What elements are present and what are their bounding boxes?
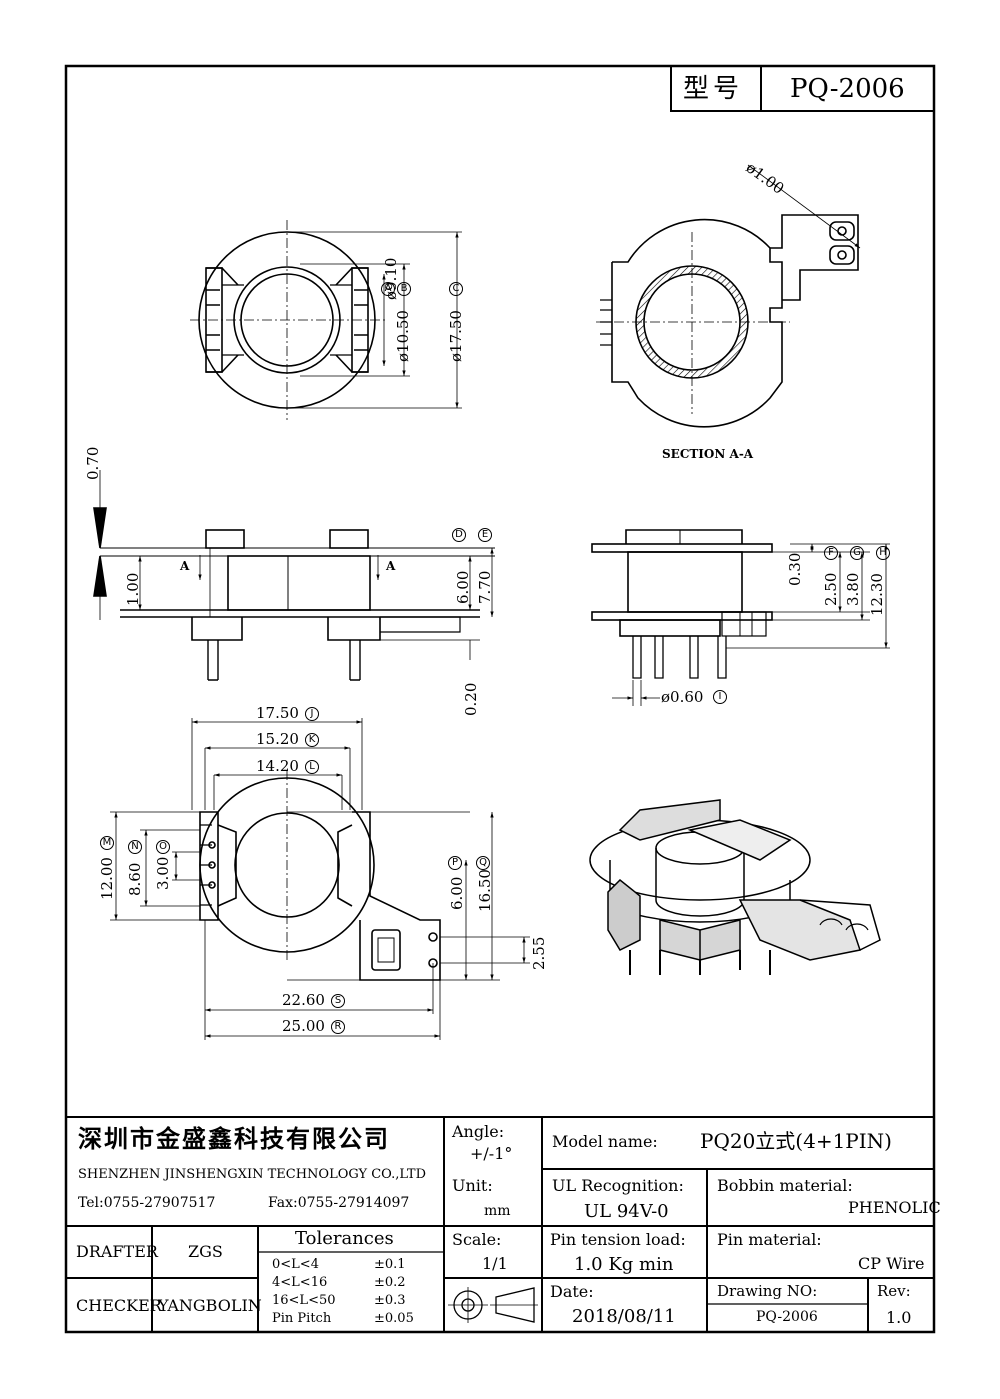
dim-h600: 6.00 xyxy=(448,876,466,910)
dim-h1650: 16.50 xyxy=(476,869,494,912)
section-label: SECTION A-A xyxy=(662,447,754,461)
checker-value: YANGBOLIN xyxy=(158,1296,262,1315)
projection-symbol xyxy=(448,1287,538,1323)
title-block-grid xyxy=(66,1116,934,1332)
date-label: Date: xyxy=(550,1282,594,1301)
dim-w1420: 14.20 xyxy=(256,757,299,775)
mark-r: R xyxy=(331,1020,345,1034)
ul-value: UL 94V-0 xyxy=(584,1201,669,1222)
scale-label: Scale: xyxy=(452,1230,502,1249)
date-value: 2018/08/11 xyxy=(572,1306,676,1327)
isometric-view xyxy=(589,799,881,975)
mark-i: I xyxy=(713,690,727,704)
mark-p: P xyxy=(448,856,462,870)
tol-range-2: 4<L<16 xyxy=(272,1275,328,1290)
top-view xyxy=(190,220,462,420)
dim-d1050: ø10.50 xyxy=(394,310,412,362)
pin-tension-label: Pin tension load: xyxy=(550,1230,686,1249)
side-view xyxy=(591,529,890,706)
dim-d1750: ø17.50 xyxy=(447,310,465,362)
checker-label: CHECKER xyxy=(76,1296,162,1315)
header-box xyxy=(670,65,935,112)
arrow-a-right: A xyxy=(386,559,396,573)
model-name-value: PQ20立式(4+1PIN) xyxy=(700,1129,892,1153)
dim-380: 3.80 xyxy=(844,572,862,606)
mark-b: B xyxy=(397,282,411,296)
mark-e: E xyxy=(478,528,492,542)
arrow-a-left: A xyxy=(180,559,190,573)
dim-250: 2.50 xyxy=(822,572,840,606)
tolerances-title: Tolerances xyxy=(295,1228,394,1249)
drawing-no-value: PQ-2006 xyxy=(756,1309,818,1325)
dim-w1520: 15.20 xyxy=(256,730,299,748)
company-name-cn: 深圳市金盛鑫科技有限公司 xyxy=(78,1124,390,1153)
mark-j: J xyxy=(305,707,319,721)
dim-w1750: 17.50 xyxy=(256,704,299,722)
dim-1230: 12.30 xyxy=(868,573,886,616)
outer-frame xyxy=(64,64,936,1334)
tol-value-4: ±0.05 xyxy=(374,1311,414,1326)
company-tel: Tel:0755-27907517 xyxy=(78,1195,216,1211)
dim-w2500: 25.00 xyxy=(282,1017,325,1035)
mark-a: A xyxy=(381,282,395,296)
pin-material-value: CP Wire xyxy=(858,1254,925,1273)
dim-030: 0.30 xyxy=(786,552,804,586)
drafter-label: DRAFTER xyxy=(76,1242,158,1261)
dim-h860: 8.60 xyxy=(126,862,144,896)
dim-600: 6.00 xyxy=(454,570,472,604)
mark-s: S xyxy=(331,994,345,1008)
dim-h255: 2.55 xyxy=(530,936,548,970)
mark-g: G xyxy=(850,546,864,560)
tol-value-3: ±0.3 xyxy=(374,1293,406,1308)
pin-material-label: Pin material: xyxy=(717,1230,822,1249)
rev-value: 1.0 xyxy=(886,1308,912,1327)
pin-tension-value: 1.0 Kg min xyxy=(574,1254,674,1275)
dim-w2260: 22.60 xyxy=(282,991,325,1009)
drafter-value: ZGS xyxy=(188,1242,223,1261)
mark-l: L xyxy=(305,760,319,774)
mark-d: D xyxy=(452,528,466,542)
tol-range-1: 0<L<4 xyxy=(272,1257,319,1272)
dim-100: 1.00 xyxy=(124,572,142,606)
dim-pin: ø0.60 xyxy=(661,688,704,706)
dim-020: 0.20 xyxy=(462,682,480,716)
unit-label: Unit: xyxy=(452,1176,493,1195)
dim-h1200: 12.00 xyxy=(98,857,116,900)
mark-k: K xyxy=(305,733,319,747)
mark-f: F xyxy=(824,546,838,560)
tol-value-1: ±0.1 xyxy=(374,1257,406,1272)
angle-value: +/-1° xyxy=(470,1144,513,1163)
model-name-label: Model name: xyxy=(552,1132,658,1151)
company-name-en: SHENZHEN JINSHENGXIN TECHNOLOGY CO.,LTD xyxy=(78,1167,426,1182)
dim-770: 7.70 xyxy=(476,570,494,604)
dim-h300: 3.00 xyxy=(154,856,172,890)
bobbin-label: Bobbin material: xyxy=(717,1176,853,1195)
bobbin-value: PHENOLIC xyxy=(848,1198,941,1217)
mark-c: C xyxy=(449,282,463,296)
section-view xyxy=(596,164,861,428)
unit-value: mm xyxy=(484,1203,511,1219)
tol-range-4: Pin Pitch xyxy=(272,1311,332,1326)
drawing-no-label: Drawing NO: xyxy=(717,1282,818,1300)
rev-label: Rev: xyxy=(877,1282,911,1300)
mark-q: Q xyxy=(476,856,490,870)
mark-h: H xyxy=(876,546,890,560)
scale-value: 1/1 xyxy=(482,1254,508,1273)
tol-value-2: ±0.2 xyxy=(374,1275,406,1290)
type-label: 型号 xyxy=(683,74,744,104)
bottom-view xyxy=(110,718,530,1040)
model-number: PQ-2006 xyxy=(790,74,905,104)
ul-label: UL Recognition: xyxy=(552,1176,684,1195)
mark-n: N xyxy=(128,840,142,854)
company-fax: Fax:0755-27914097 xyxy=(268,1195,410,1211)
front-view xyxy=(93,470,495,681)
mark-m: M xyxy=(100,836,114,850)
angle-label: Angle: xyxy=(452,1122,505,1141)
mark-o: O xyxy=(156,840,170,854)
tol-range-3: 16<L<50 xyxy=(272,1293,336,1308)
dim-070: 0.70 xyxy=(84,446,102,480)
